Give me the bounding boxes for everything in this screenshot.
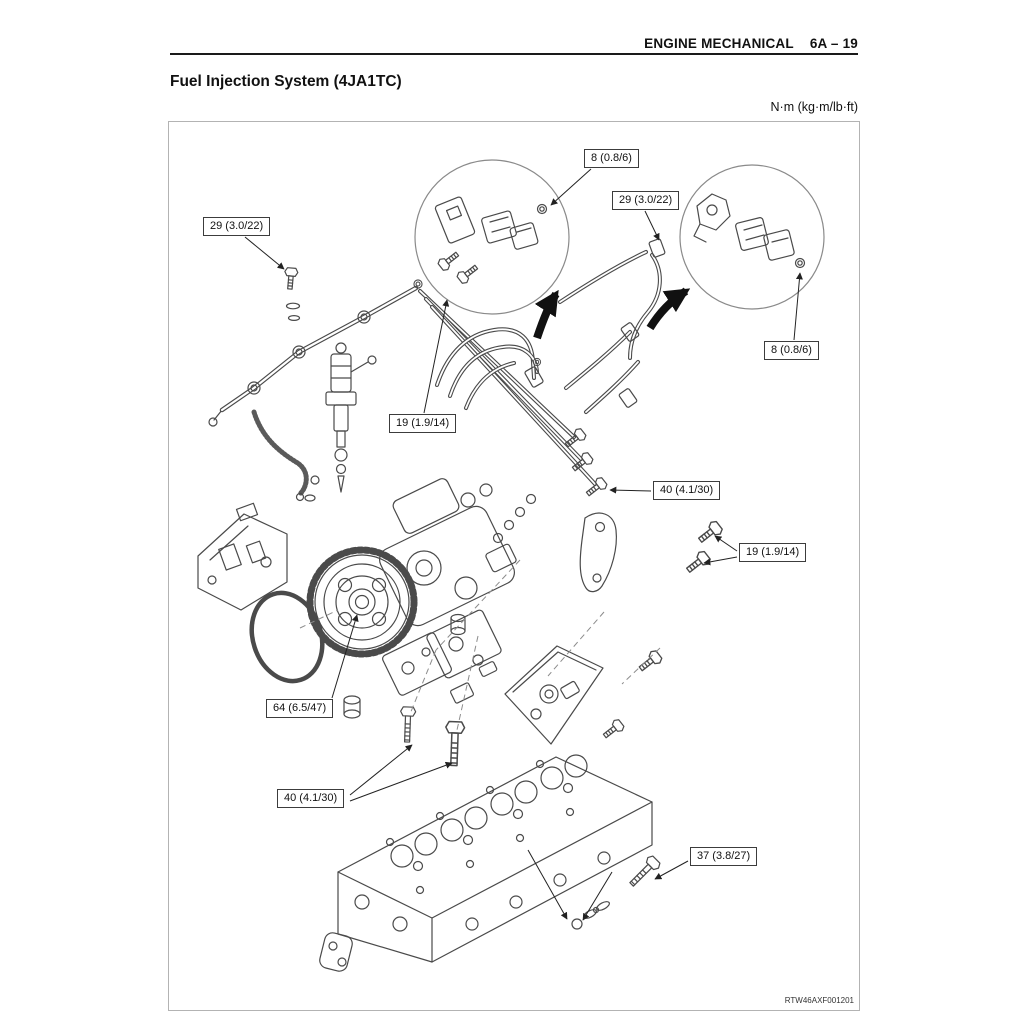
assembly-guide-lines — [299, 559, 661, 731]
banjo-bolt-left — [282, 266, 301, 322]
callout-torque-19-upper: 19 (1.9/14) — [389, 414, 457, 433]
gear-case-plate — [504, 645, 604, 745]
callout-torque-29-left: 29 (3.0/22) — [203, 217, 271, 236]
glow-plug-parts — [571, 901, 610, 930]
detail-circle-right — [679, 164, 825, 310]
callout-torque-64: 64 (6.5/47) — [266, 699, 334, 718]
page-title: Fuel Injection System (4JA1TC) — [170, 73, 402, 90]
header-section-label: ENGINE MECHANICAL — [644, 36, 794, 51]
mount-plate-left — [197, 502, 288, 611]
callout-torque-8-top: 8 (0.8/6) — [584, 149, 639, 168]
callout-torque-37: 37 (3.8/27) — [690, 847, 758, 866]
injection-pipes — [413, 250, 662, 486]
callout-torque-8-right: 8 (0.8/6) — [764, 341, 819, 360]
callout-torque-19-lower: 19 (1.9/14) — [739, 543, 807, 562]
callout-torque-40-lower: 40 (4.1/30) — [277, 789, 345, 808]
bushing-right — [450, 613, 466, 636]
plate-bolt-upper — [635, 648, 664, 676]
figure-code: RTW46AXF001201 — [784, 996, 854, 1005]
callout-torque-29-right: 29 (3.0/22) — [612, 191, 680, 210]
detail-arrow-right — [646, 287, 691, 331]
page-header: ENGINE MECHANICAL 6A – 19 — [644, 36, 858, 51]
fuel-return-pipe — [222, 288, 416, 410]
torque-units-label: N·m (kg·m/lb·ft) — [770, 100, 859, 114]
detail-arrows — [533, 287, 691, 340]
plate-bolt-lower — [600, 717, 626, 742]
callout-torque-40-upper: 40 (4.1/30) — [653, 481, 721, 500]
fuel-injector — [304, 342, 377, 502]
header-page-number: 6A – 19 — [809, 36, 858, 51]
mount-stud-right — [443, 720, 466, 767]
leak-off-hose — [251, 409, 309, 497]
clamp-bolt-3 — [583, 475, 609, 500]
pump-gear — [306, 546, 418, 658]
leader-lines — [244, 168, 803, 921]
detail-circle-left — [414, 159, 570, 315]
pump-bracket-assembly — [382, 609, 502, 704]
header-rule — [170, 53, 858, 55]
injection-pump — [379, 478, 537, 627]
mount-stud-left — [398, 706, 417, 743]
detail-arrow-left — [533, 289, 560, 340]
cylinder-head — [319, 754, 653, 972]
bushing-left — [343, 695, 361, 719]
pump-rear-bracket — [579, 512, 617, 593]
head-stud-bolt — [625, 853, 663, 891]
bracket-bolt-1 — [694, 518, 725, 547]
